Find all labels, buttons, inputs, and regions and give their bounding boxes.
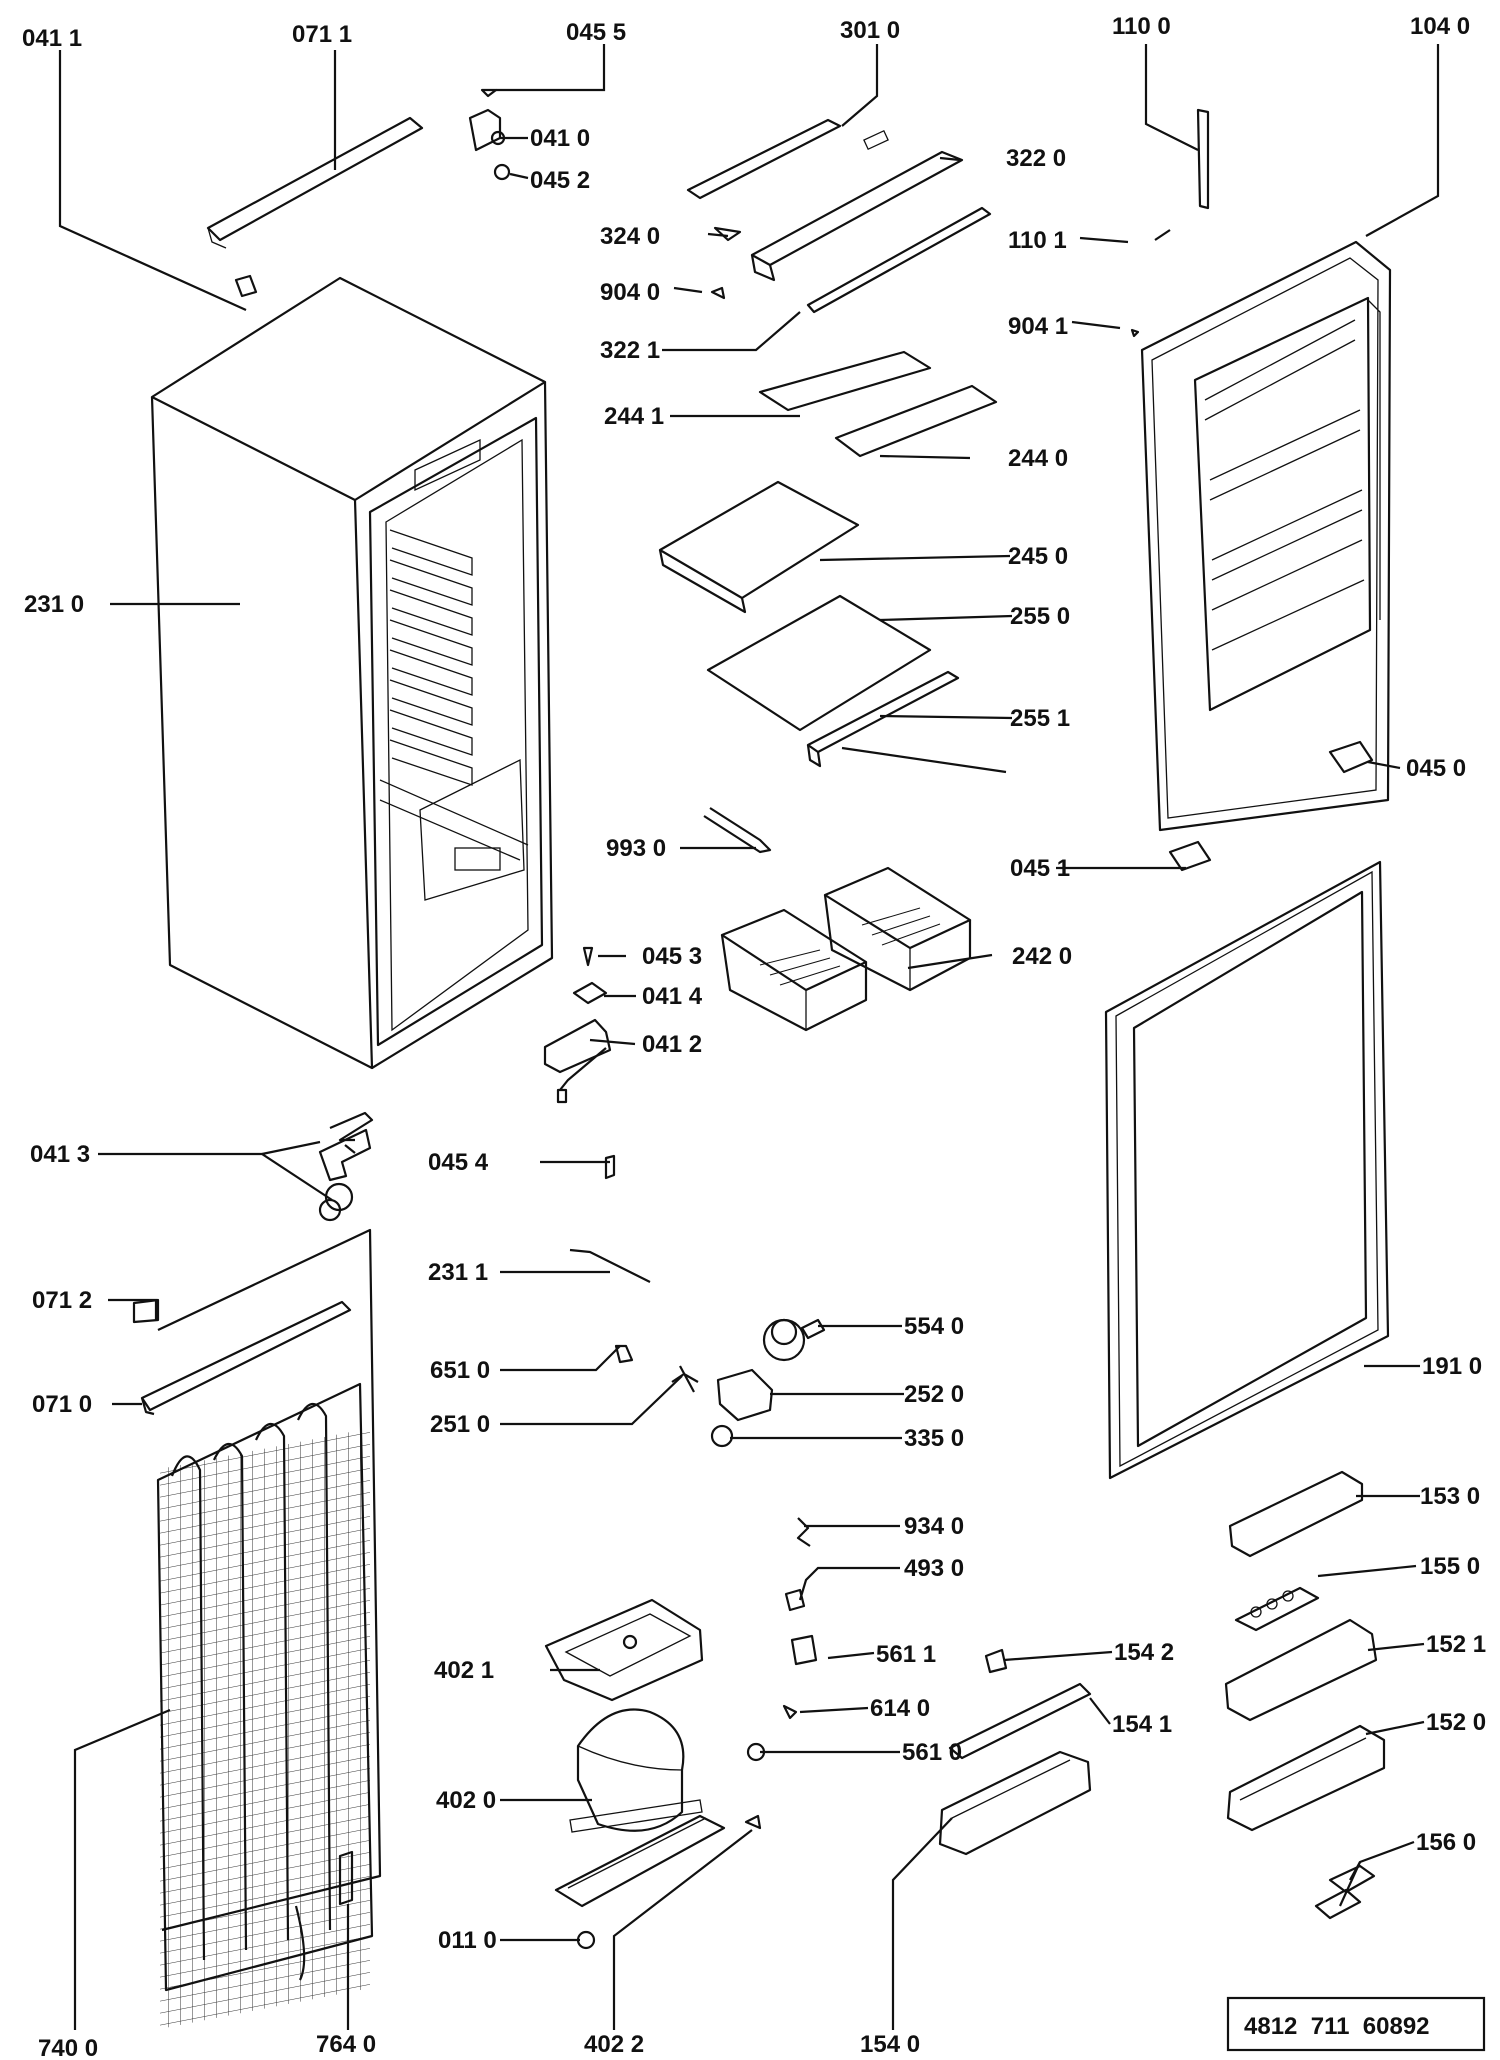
label-110-0: 110 0 [1112, 13, 1171, 40]
label-045-1: 045 1 [1010, 855, 1070, 882]
label-242-0: 242 0 [1012, 943, 1072, 970]
top-hinge-cover [206, 116, 424, 249]
label-244-1: 244 1 [604, 403, 664, 430]
label-152-0: 152 0 [1426, 1709, 1486, 1736]
cabinet-body [150, 276, 554, 1070]
label-245-0: 245 0 [1008, 543, 1068, 570]
thermostat-assembly [614, 1318, 826, 1448]
label-993-0: 993 0 [606, 835, 666, 862]
label-104-0: 104 0 [1410, 13, 1470, 40]
label-324-0: 324 0 [600, 223, 660, 250]
reference-box: 4812 711 60892 [1226, 1996, 1486, 2052]
label-154-1: 154 1 [1112, 1711, 1172, 1738]
label-154-2: 154 2 [1114, 1639, 1174, 1666]
label-041-2: 041 2 [642, 1031, 702, 1058]
label-561-0: 561 0 [902, 1739, 962, 1766]
label-740-0: 740 0 [38, 2035, 98, 2060]
door-bins-middle [938, 1648, 1092, 1856]
compressor [569, 1708, 703, 1833]
cabinet-shelf-rails [389, 529, 473, 786]
label-301-0: 301 0 [840, 17, 900, 44]
label-231-0: 231 0 [24, 591, 84, 618]
label-561-1: 561 1 [876, 1641, 936, 1668]
wire-shelf [658, 480, 860, 614]
compressor-base [554, 1814, 762, 1950]
label-045-2: 045 2 [530, 167, 590, 194]
condenser-coil [156, 1228, 382, 2029]
top-hinge-pieces [234, 88, 511, 298]
wiring-parts [746, 1517, 818, 1762]
label-402-2: 402 2 [584, 2031, 644, 2058]
label-071-2: 071 2 [32, 1287, 92, 1314]
condenser-lower-parts [294, 1850, 354, 1981]
label-154-0: 154 0 [860, 2031, 920, 2058]
part-labels: 041 1 071 1 045 5 301 0 110 0 104 0 041 … [22, 13, 1486, 2060]
label-335-0: 335 0 [904, 1425, 964, 1452]
label-045-5: 045 5 [566, 19, 626, 46]
label-554-0: 554 0 [904, 1313, 964, 1340]
small-shelf-right [834, 384, 998, 458]
label-614-0: 614 0 [870, 1695, 930, 1722]
condenser-top-bracket [132, 1298, 352, 1416]
label-231-1: 231 1 [428, 1259, 488, 1286]
fridge-door [1140, 240, 1392, 832]
light-housing-rail [686, 118, 992, 314]
label-011-0: 011 0 [438, 1927, 497, 1954]
label-252-0: 252 0 [904, 1381, 964, 1408]
compressor-cover [544, 1598, 704, 1702]
label-191-0: 191 0 [1422, 1353, 1482, 1380]
glass-shelf [706, 594, 960, 768]
label-156-0: 156 0 [1416, 1829, 1476, 1856]
label-045-3: 045 3 [642, 943, 702, 970]
label-041-3: 041 3 [30, 1141, 90, 1168]
crisper-drawer-right [823, 866, 972, 992]
label-402-0: 402 0 [436, 1787, 496, 1814]
label-041-1: 041 1 [22, 25, 82, 52]
label-255-1: 255 1 [1010, 705, 1070, 732]
door-bins-right [1224, 1470, 1386, 1920]
label-071-1: 071 1 [292, 21, 352, 48]
small-shelf-left [758, 350, 932, 412]
crisper-drawer-left [720, 908, 868, 1032]
label-045-4: 045 4 [428, 1149, 489, 1176]
corner-bracket-parts [318, 1128, 372, 1222]
label-904-1: 904 1 [1008, 313, 1068, 340]
label-934-0: 934 0 [904, 1513, 964, 1540]
door-hinge-pins [1130, 108, 1374, 872]
door-gasket [1104, 860, 1390, 1480]
label-041-4: 041 4 [642, 983, 703, 1010]
label-251-0: 251 0 [430, 1411, 490, 1438]
label-045-0: 045 0 [1406, 755, 1466, 782]
label-322-0: 322 0 [1006, 145, 1066, 172]
label-041-0: 041 0 [530, 125, 590, 152]
label-071-0: 071 0 [32, 1391, 92, 1418]
label-152-1: 152 1 [1426, 1631, 1486, 1658]
label-155-0: 155 0 [1420, 1553, 1480, 1580]
reference-code: 4812 711 60892 [1244, 2013, 1430, 2040]
label-493-0: 493 0 [904, 1555, 964, 1582]
label-402-1: 402 1 [434, 1657, 494, 1684]
label-153-0: 153 0 [1420, 1483, 1480, 1510]
label-651-0: 651 0 [430, 1357, 490, 1384]
label-255-0: 255 0 [1010, 603, 1070, 630]
label-322-1: 322 1 [600, 337, 660, 364]
label-904-0: 904 0 [600, 279, 660, 306]
leader-lines [58, 44, 1440, 2030]
label-110-1: 110 1 [1008, 227, 1067, 254]
label-764-0: 764 0 [316, 2031, 376, 2058]
small-middle-parts [324, 807, 772, 1283]
label-244-0: 244 0 [1008, 445, 1068, 472]
